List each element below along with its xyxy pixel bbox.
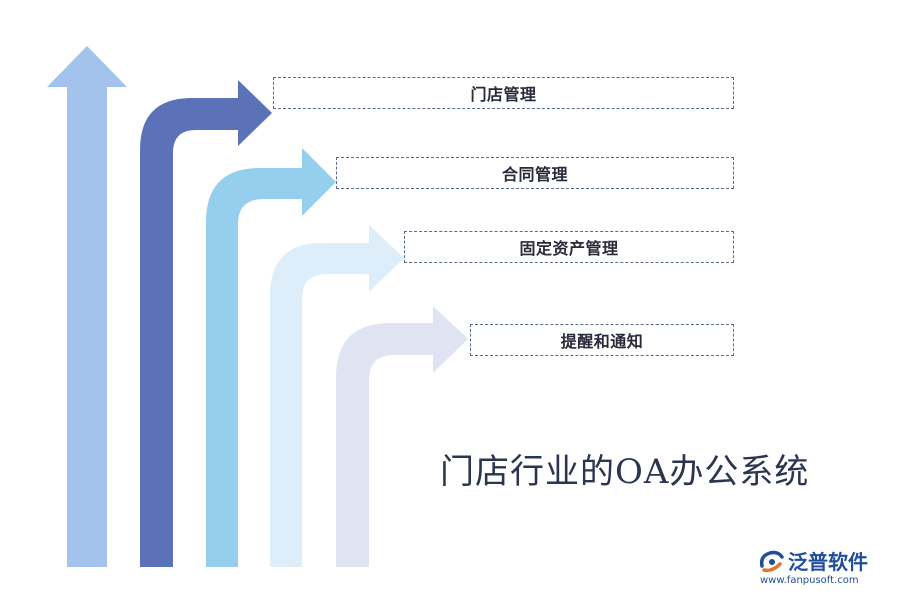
logo-url: www.fanpusoft.com [760,575,859,586]
logo-mark-icon [759,550,784,573]
item-label: 提醒和通知 [560,332,644,351]
curved-arrow-4 [336,306,468,567]
main-title: 门店行业的OA办公系统 [440,452,810,492]
item-label: 门店管理 [470,85,537,104]
curved-arrow-2 [206,148,336,567]
curved-arrow-1 [140,80,272,567]
item-contract-management: 合同管理 [336,157,734,189]
logo-name: 泛普软件 [788,550,868,574]
item-store-management: 门店管理 [273,77,734,109]
straight-up-arrow [47,46,127,567]
item-label: 合同管理 [501,165,568,184]
item-reminders-notifications: 提醒和通知 [470,324,734,356]
curved-arrow-3 [270,225,404,567]
brand-logo: 泛普软件 www.fanpusoft.com [758,546,888,588]
item-label: 固定资产管理 [519,239,619,258]
item-fixed-asset-management: 固定资产管理 [404,231,734,263]
